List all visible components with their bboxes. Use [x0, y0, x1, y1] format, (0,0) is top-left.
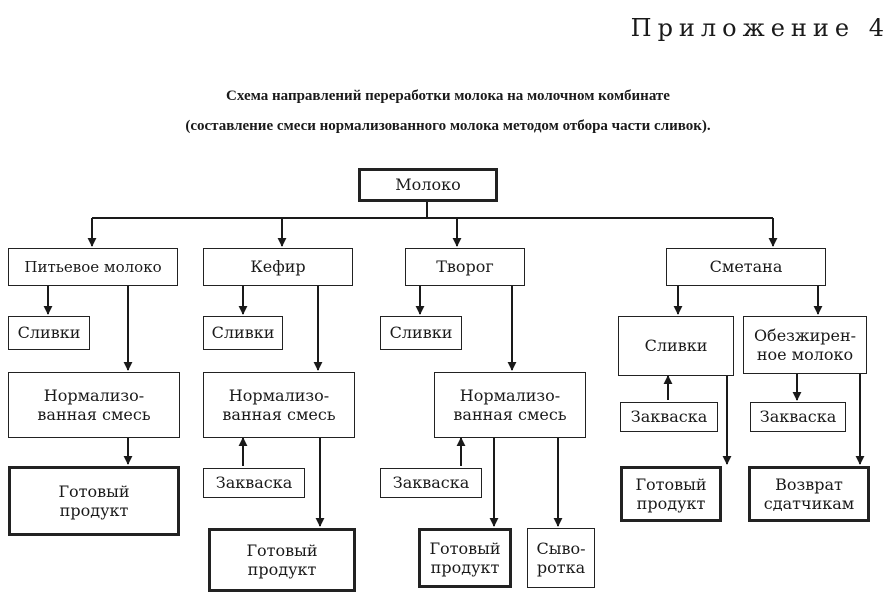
- node-drinking-cream-label: Сливки: [17, 323, 81, 343]
- node-tvorog-starter-label: Закваска: [392, 473, 470, 493]
- node-tvorog-product: Готовый продукт: [418, 528, 512, 588]
- node-kefir-product: Готовый продукт: [208, 528, 356, 592]
- node-kefir-cream-label: Сливки: [211, 323, 275, 343]
- node-smetana-label: Сметана: [709, 257, 783, 277]
- diagram-title: Схема направлений переработки молока на …: [226, 88, 670, 104]
- node-tvorog: Творог: [405, 248, 525, 286]
- node-tvorog-mix-label: Нормализо- ванная смесь: [453, 385, 567, 424]
- node-drinking-product: Готовый продукт: [8, 466, 180, 536]
- node-smetana-starter1: Закваска: [620, 402, 718, 432]
- node-smetana-product: Готовый продукт: [620, 466, 722, 522]
- node-tvorog-cream-label: Сливки: [389, 323, 453, 343]
- node-smetana-starter2-label: Закваска: [759, 407, 837, 427]
- node-kefir-mix-label: Нормализо- ванная смесь: [222, 385, 336, 424]
- node-kefir-cream: Сливки: [203, 316, 283, 350]
- node-smetana-cream-label: Сливки: [644, 336, 708, 356]
- node-kefir: Кефир: [203, 248, 353, 286]
- node-smetana-return-label: Возврат сдатчикам: [763, 474, 855, 513]
- node-smetana-skim-label: Обезжирен- ное молоко: [753, 325, 857, 364]
- node-drinking-product-label: Готовый продукт: [58, 481, 130, 520]
- node-tvorog-starter: Закваска: [380, 468, 482, 498]
- node-drinking-mix: Нормализо- ванная смесь: [8, 372, 180, 438]
- node-kefir-mix: Нормализо- ванная смесь: [203, 372, 355, 438]
- node-smetana-product-label: Готовый продукт: [635, 474, 707, 513]
- node-kefir-label: Кефир: [250, 257, 306, 277]
- diagram-subtitle: (составление смеси нормализованного моло…: [185, 118, 711, 134]
- node-tvorog-label: Творог: [436, 257, 494, 277]
- node-tvorog-mix: Нормализо- ванная смесь: [434, 372, 586, 438]
- node-milk: Молоко: [358, 168, 498, 202]
- node-smetana-return: Возврат сдатчикам: [748, 466, 870, 522]
- node-smetana: Сметана: [666, 248, 826, 286]
- node-drinking-mix-label: Нормализо- ванная смесь: [37, 385, 151, 424]
- appendix-label: Приложение 4: [630, 14, 890, 42]
- node-kefir-product-label: Готовый продукт: [246, 540, 318, 579]
- node-smetana-cream: Сливки: [618, 316, 734, 376]
- node-tvorog-whey-label: Сыво- ротка: [536, 538, 586, 577]
- node-smetana-starter2: Закваска: [750, 402, 846, 432]
- node-drinking-milk: Питьевое молоко: [8, 248, 178, 286]
- node-tvorog-product-label: Готовый продукт: [429, 538, 501, 577]
- node-drinking-milk-label: Питьевое молоко: [24, 258, 162, 276]
- node-smetana-skim: Обезжирен- ное молоко: [743, 316, 867, 374]
- node-tvorog-cream: Сливки: [380, 316, 462, 350]
- node-drinking-cream: Сливки: [8, 316, 90, 350]
- node-kefir-starter: Закваска: [203, 468, 305, 498]
- node-milk-label: Молоко: [395, 175, 461, 195]
- node-tvorog-whey: Сыво- ротка: [527, 528, 595, 588]
- node-smetana-starter1-label: Закваска: [630, 407, 708, 427]
- node-kefir-starter-label: Закваска: [215, 473, 293, 493]
